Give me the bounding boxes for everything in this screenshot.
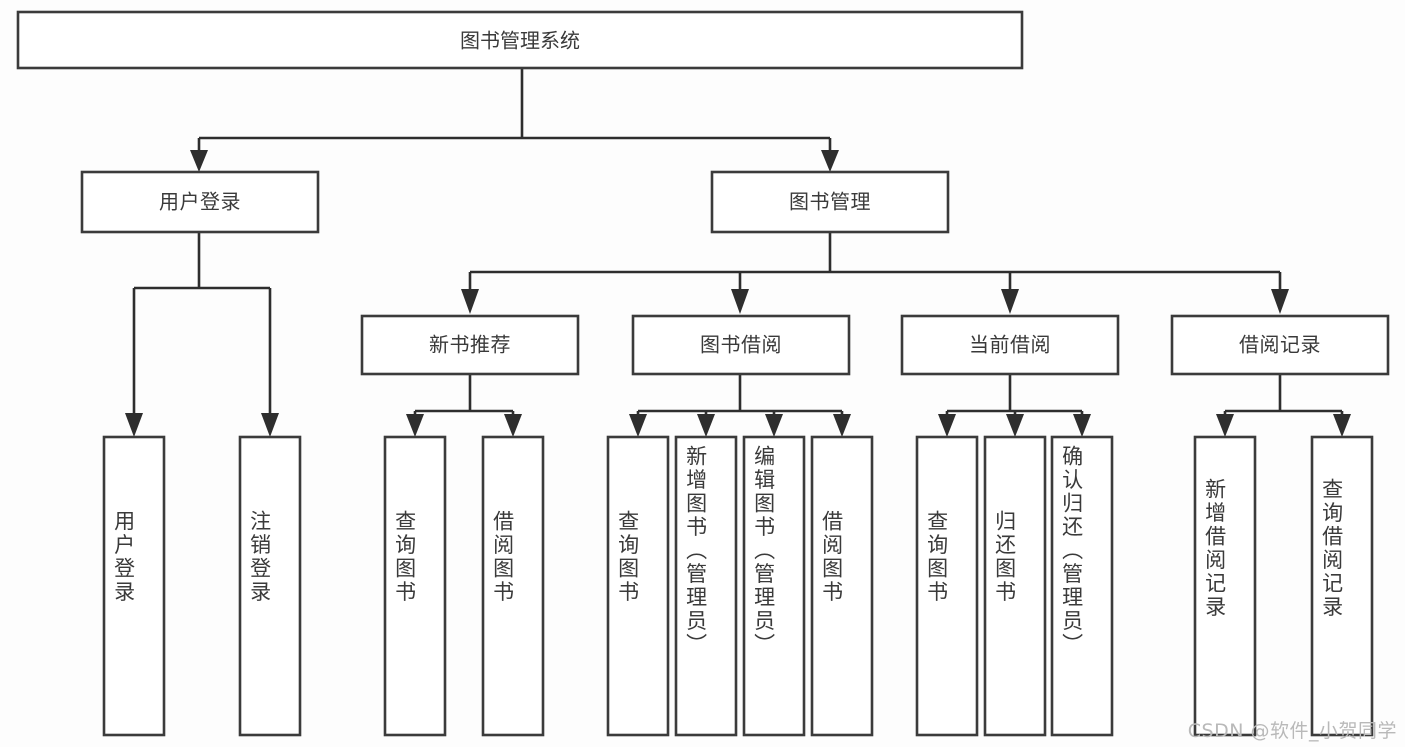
csdn-watermark: CSDN @软件_小贺同学: [1187, 720, 1397, 742]
arrow-head-leaf-user-login: [125, 413, 143, 437]
connector-root-to-level2: [190, 67, 839, 172]
leaf-node-query-book-borrow[interactable]: [606, 435, 670, 737]
leaf-node-return-book[interactable]: [983, 435, 1047, 737]
node-current-borrow-label: 当前借阅: [969, 333, 1051, 357]
connector-bookborrow-to-leaves: [629, 374, 851, 437]
node-borrow-records[interactable]: 借阅记录: [1170, 314, 1390, 376]
arrow-head-leaf-logout: [261, 413, 279, 437]
leaf-node-query-book-current[interactable]: [915, 435, 979, 737]
connector-userlogin-to-leaves: [125, 232, 279, 437]
leaf-node-borrow-book-rec[interactable]: [481, 435, 545, 737]
arrow-head-current-borrow: [1001, 289, 1019, 314]
arrow-head-book-borrow: [731, 289, 749, 314]
leaf-node-add-book-admin[interactable]: [674, 435, 738, 737]
arrow-head-user-login: [190, 150, 208, 172]
arrow-head-borrow-records: [1271, 289, 1289, 314]
node-current-borrow[interactable]: 当前借阅: [900, 314, 1120, 376]
connector-currentborrow-to-leaves: [938, 374, 1091, 437]
connector-newbook-to-leaves: [406, 374, 522, 437]
node-new-book-recommend-label: 新书推荐: [429, 333, 511, 357]
leaf-node-user-login[interactable]: [102, 435, 166, 737]
leaf-node-edit-book-admin[interactable]: [742, 435, 806, 737]
arrow-head-new-book: [461, 289, 479, 314]
node-book-management[interactable]: 图书管理: [710, 170, 950, 234]
connector-borrowrecords-to-leaves: [1216, 374, 1351, 437]
node-user-login-label: 用户登录: [159, 190, 241, 214]
node-borrow-records-label: 借阅记录: [1239, 333, 1321, 357]
node-book-borrow[interactable]: 图书借阅: [631, 314, 851, 376]
node-root-system[interactable]: 图书管理系统: [16, 10, 1024, 70]
leaf-node-logout[interactable]: [238, 435, 302, 737]
connector-bookmanage-to-level3: [461, 232, 1289, 314]
leaf-node-borrow-book[interactable]: [810, 435, 874, 737]
leaf-node-query-book-rec[interactable]: [383, 435, 447, 737]
arrow-head-book-manage: [821, 150, 839, 172]
node-new-book-recommend[interactable]: 新书推荐: [360, 314, 580, 376]
leaf-node-add-borrow-record[interactable]: [1193, 435, 1257, 737]
node-book-borrow-label: 图书借阅: [700, 333, 782, 357]
node-root-label: 图书管理系统: [460, 29, 580, 53]
node-user-login[interactable]: 用户登录: [80, 170, 320, 234]
leaf-node-confirm-return-admin[interactable]: [1050, 435, 1114, 737]
leaf-node-query-borrow-record[interactable]: [1310, 435, 1374, 737]
node-book-management-label: 图书管理: [789, 190, 871, 214]
